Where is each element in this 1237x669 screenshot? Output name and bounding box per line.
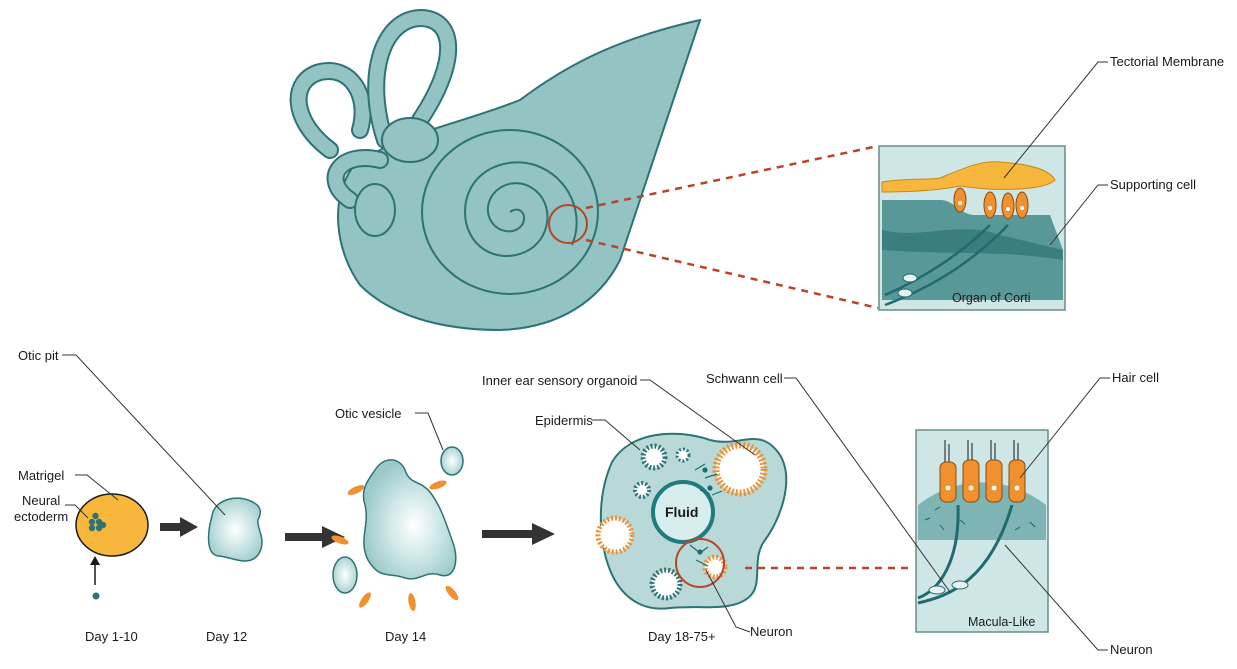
day-18-75-label: Day 18-75+ bbox=[648, 629, 716, 644]
fluid-label: Fluid bbox=[665, 504, 698, 520]
supporting-cell-label: Supporting cell bbox=[1110, 177, 1196, 192]
epidermis-label: Epidermis bbox=[535, 413, 593, 428]
stage-day-1-10 bbox=[76, 494, 148, 600]
otic-vesicle-label: Otic vesicle bbox=[335, 406, 401, 421]
inner-ear-sensory-organoid-label: Inner ear sensory organoid bbox=[482, 373, 637, 388]
ectoderm-label: ectoderm bbox=[14, 509, 68, 524]
tectorial-membrane-label: Tectorial Membrane bbox=[1110, 54, 1224, 69]
arrow-3 bbox=[482, 523, 555, 545]
neuron-macula-label: Neuron bbox=[1110, 642, 1153, 657]
macula-like-panel: Macula-Like bbox=[916, 430, 1048, 632]
day-1-10-label: Day 1-10 bbox=[85, 629, 138, 644]
organ-of-corti-panel: Organ of Corti bbox=[879, 146, 1065, 310]
otic-pit-label: Otic pit bbox=[18, 348, 59, 363]
organ-of-corti-label: Organ of Corti bbox=[952, 291, 1031, 305]
hair-cell-label: Hair cell bbox=[1112, 370, 1159, 385]
stage-day-14 bbox=[330, 447, 463, 611]
inner-ear-illustration bbox=[299, 18, 878, 330]
inner-ear-organoid: Fluid bbox=[598, 434, 786, 609]
day-12-label: Day 12 bbox=[206, 629, 247, 644]
macula-like-label: Macula-Like bbox=[968, 615, 1035, 629]
neural-label: Neural bbox=[22, 493, 60, 508]
otic-pit-cell bbox=[209, 498, 262, 561]
schwann-cell-label: Schwann cell bbox=[706, 371, 783, 386]
day-14-label: Day 14 bbox=[385, 629, 426, 644]
matrigel-label: Matrigel bbox=[18, 468, 64, 483]
arrow-1 bbox=[160, 517, 198, 537]
neuron-organoid-label: Neuron bbox=[750, 624, 793, 639]
